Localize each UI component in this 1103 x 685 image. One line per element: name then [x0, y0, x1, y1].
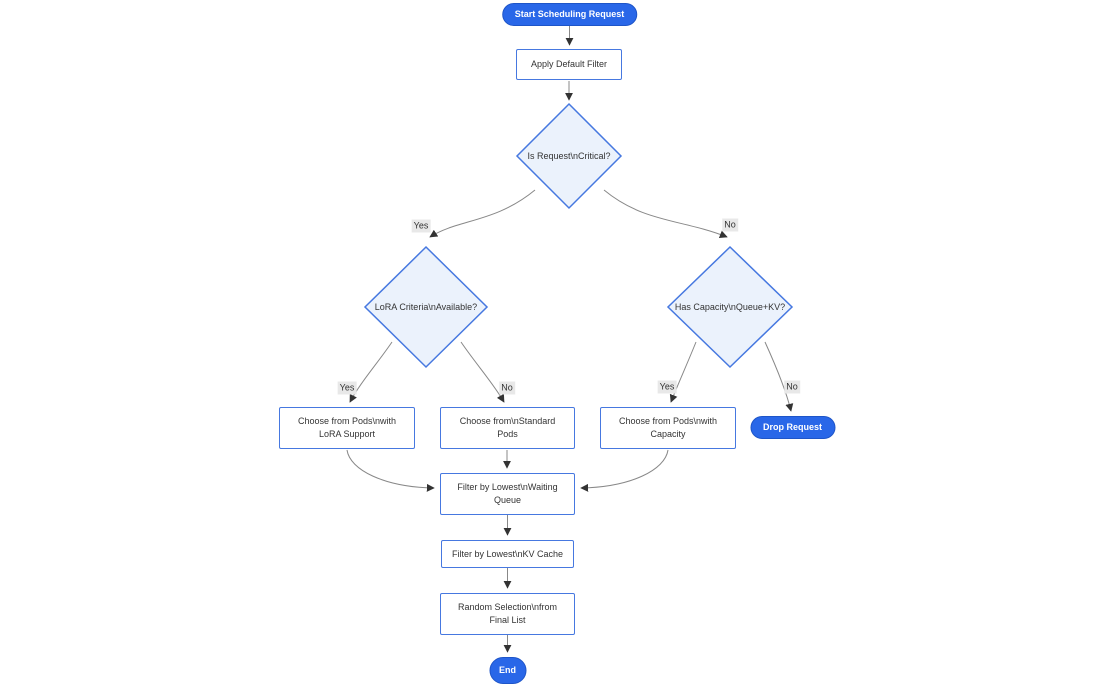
- node-apply-default-filter-label: Apply Default Filter: [530, 59, 608, 69]
- edge-critical-no-to-capacity: [603, 189, 728, 239]
- node-is-critical-label: Is Request\nCritical?: [527, 151, 611, 161]
- edge-label-capacity-yes: Yes: [657, 380, 677, 394]
- node-start-label: Start Scheduling Request: [514, 9, 625, 19]
- node-lora-criteria-label: LoRA Criteria\nAvailable?: [374, 302, 478, 312]
- node-has-capacity-label: Has Capacity\nQueue+KV?: [674, 302, 786, 312]
- node-choose-standard-pods-line2: Pods: [497, 429, 518, 439]
- node-drop-request-label: Drop Request: [762, 422, 823, 432]
- node-apply-default-filter: Apply Default Filter: [516, 49, 622, 80]
- node-random-selection: Random Selection\nfrom Final List: [440, 593, 575, 635]
- node-choose-capacity-pods: Choose from Pods\nwith Capacity: [600, 407, 736, 449]
- node-random-selection-line1: Random Selection\nfrom: [457, 602, 558, 612]
- edge-lora-no-to-choose-standard: [460, 341, 505, 403]
- decision-has-capacity-shape: [666, 245, 794, 369]
- edge-label-lora-no: No: [499, 381, 515, 395]
- decision-is-critical-shape: [515, 102, 623, 210]
- edge-choose-lora-to-filter-queue: [346, 449, 435, 492]
- node-end-label: End: [499, 665, 516, 675]
- node-choose-lora-pods-line2: LoRA Support: [318, 429, 376, 439]
- node-filter-kv-cache-label: Filter by Lowest\nKV Cache: [451, 548, 564, 559]
- node-filter-waiting-queue: Filter by Lowest\nWaiting Queue: [440, 473, 575, 515]
- node-choose-standard-pods: Choose from\nStandard Pods: [440, 407, 575, 449]
- edge-lora-yes-to-choose-lora: [349, 341, 393, 403]
- node-choose-capacity-pods-line1: Choose from Pods\nwith: [618, 416, 718, 426]
- edge-capacity-no-to-drop: [764, 341, 794, 412]
- node-filter-waiting-queue-line1: Filter by Lowest\nWaiting: [457, 482, 558, 492]
- node-random-selection-line2: Final List: [489, 615, 526, 625]
- edge-label-critical-no: No: [722, 218, 738, 232]
- node-filter-waiting-queue-line2: Queue: [493, 495, 522, 505]
- node-choose-lora-pods: Choose from Pods\nwith LoRA Support: [279, 407, 415, 449]
- node-choose-capacity-pods-line2: Capacity: [650, 429, 686, 439]
- edge-capacity-yes-to-choose-capacity: [669, 341, 697, 403]
- edge-label-lora-yes: Yes: [337, 381, 357, 395]
- node-choose-lora-pods-line1: Choose from Pods\nwith: [297, 416, 397, 426]
- node-choose-standard-pods-line1: Choose from\nStandard: [459, 416, 556, 426]
- edge-critical-yes-to-lora: [429, 189, 536, 238]
- node-end: End: [489, 657, 526, 684]
- edge-label-capacity-no: No: [784, 380, 800, 394]
- decision-lora-criteria-shape: [363, 245, 489, 369]
- edge-label-critical-yes: Yes: [411, 219, 431, 233]
- node-start: Start Scheduling Request: [501, 3, 638, 26]
- node-drop-request: Drop Request: [749, 416, 836, 439]
- node-filter-kv-cache: Filter by Lowest\nKV Cache: [441, 540, 574, 568]
- edge-choose-capacity-to-filter-queue: [580, 449, 669, 492]
